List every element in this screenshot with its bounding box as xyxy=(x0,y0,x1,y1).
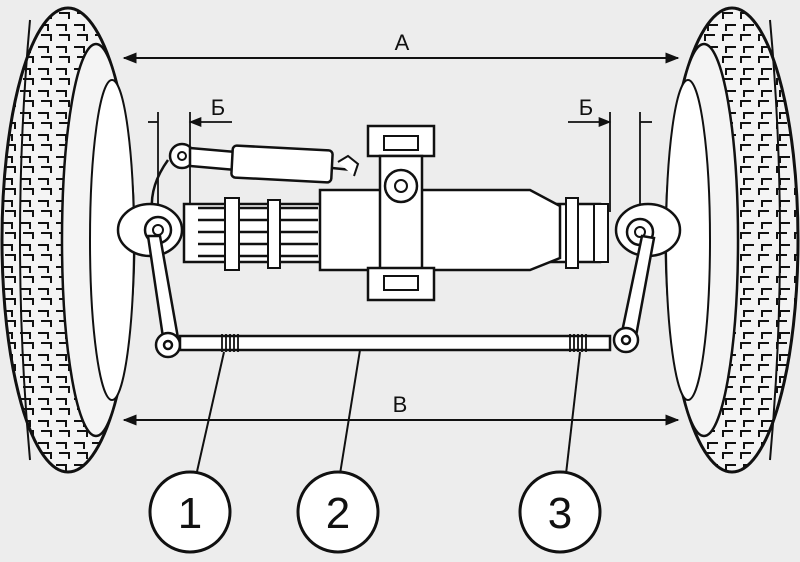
left-adjuster xyxy=(221,334,239,352)
dimension-b-right-label: Б xyxy=(579,95,593,120)
callout-1: 1 xyxy=(148,470,232,554)
callout-3-label: 3 xyxy=(548,489,572,538)
steering-arms xyxy=(146,234,656,359)
pivot-mount xyxy=(366,124,436,302)
steering-cylinder xyxy=(150,142,360,211)
callout-2-label: 2 xyxy=(326,489,350,538)
dimension-v: В xyxy=(122,392,680,426)
right-adjuster xyxy=(569,334,587,352)
callout-3: 3 xyxy=(518,470,602,554)
dimension-b-right: Б xyxy=(568,95,652,212)
dimension-a: А xyxy=(122,30,680,64)
dimension-b-left-label: Б xyxy=(211,95,225,120)
left-hub xyxy=(116,202,184,258)
left-wheel xyxy=(0,6,136,474)
callout-1-label: 1 xyxy=(178,489,202,538)
dimension-v-label: В xyxy=(393,392,408,417)
right-wheel xyxy=(664,6,800,474)
leader-lines xyxy=(195,349,581,477)
dimension-a-label: А xyxy=(395,30,410,55)
callout-2: 2 xyxy=(296,470,380,554)
tie-rod xyxy=(178,334,612,352)
